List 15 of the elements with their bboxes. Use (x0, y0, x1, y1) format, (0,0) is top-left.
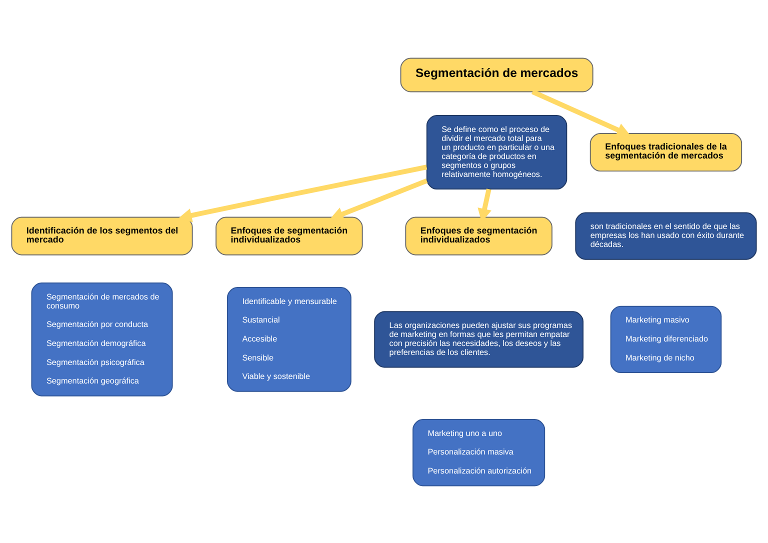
node-box: Enfoques de segmentación individualizados (216, 216, 363, 255)
node-box: Segmentación de mercados de consumo Segmentación por conducta Segmentación demográfica Segmentación psicográfica Segmentación geográfica (31, 282, 173, 396)
arrow (330, 178, 428, 220)
arrow (178, 164, 428, 222)
node-box: son tradicionales en el sentido de que las empresas los han usado con éxito durante décadas. (575, 212, 757, 260)
node-box: Se define como el proceso de dividir el mercado total para un producto en particular o una categoría de productos en segmentos o grupos relativamente homogéneos. (426, 114, 568, 190)
node-box: Identificación de los segmentos del mercado (11, 216, 193, 255)
node-box: Enfoques de segmentación individualizados (405, 216, 552, 255)
node-box: Las organizaciones pueden ajustar sus programas de marketing en formas que les permitan empatar con precisión las necesidades, los deseos y las preferencias de los clientes. (374, 310, 584, 368)
node-box: Enfoques tradicionales de la segmentación de mercados (590, 132, 742, 172)
node-box: Marketing uno a uno Personalización masiva Personalización autorización (412, 418, 546, 486)
arrow (531, 89, 630, 136)
node-box: Identificable y mensurable Sustancial Accesible Sensible Viable y sostenible (226, 286, 352, 392)
node-box: Segmentación de mercados (400, 57, 594, 92)
node-box: Marketing masivo Marketing diferenciado Marketing de nicho (610, 305, 722, 373)
